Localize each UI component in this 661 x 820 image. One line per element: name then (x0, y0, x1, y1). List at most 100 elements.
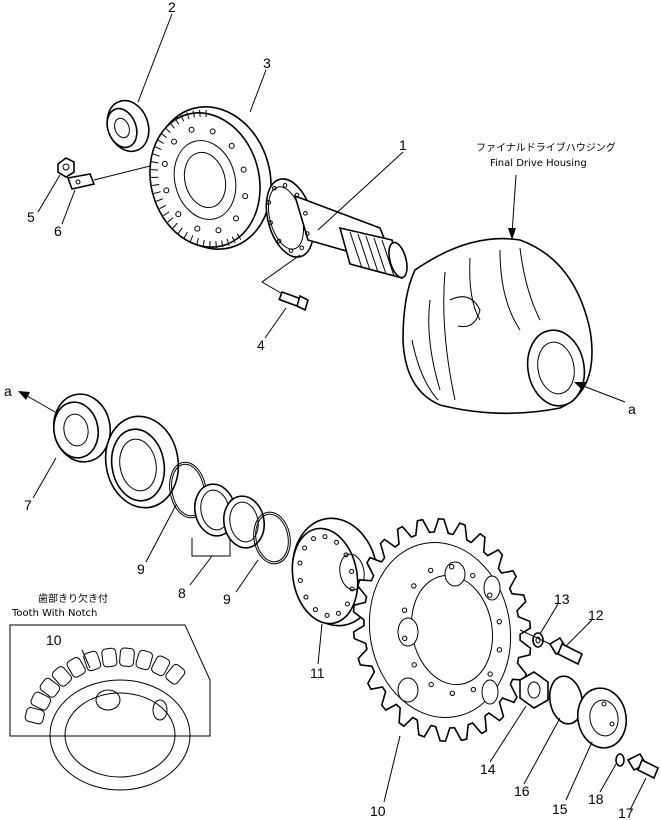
gear-bolt-hole (161, 160, 168, 167)
hub-bolt-hole (349, 586, 355, 592)
inset-tooth (165, 664, 186, 685)
gear-bolt-hole (175, 211, 182, 218)
gear-tooth (192, 110, 195, 118)
flange-hole (268, 220, 273, 225)
gear-tooth (215, 241, 217, 249)
gear-tooth (163, 211, 170, 217)
housing-label-jp: ファイナルドライブハウジング (476, 141, 616, 154)
gear-bolt-hole (209, 128, 216, 135)
gear-tooth (172, 222, 178, 229)
gear-tooth (174, 118, 180, 125)
callout-15: 15 (552, 801, 568, 817)
sprocket-bolt-hole (427, 567, 434, 574)
gear-tooth (157, 139, 164, 144)
hub-bolt-hole (302, 545, 308, 551)
gear-tooth (221, 240, 224, 248)
gear-bolt-hole (228, 142, 235, 149)
callout-14: 14 (480, 761, 496, 777)
inset-tooth-with-notch (9, 624, 211, 791)
callout-a-right: a (628, 401, 636, 417)
sprocket-bolt-hole (401, 607, 408, 613)
inset-tooth (83, 650, 102, 672)
gear-tooth (196, 237, 199, 245)
callout-5: 5 (27, 209, 35, 225)
gear-tooth (152, 153, 160, 157)
gear-tooth (153, 191, 161, 194)
callout-2: 2 (168, 0, 176, 15)
hub-bolt-hole (303, 594, 309, 600)
gear-tooth (183, 231, 188, 239)
hub-bolt-hole (297, 578, 303, 584)
gear-tooth (202, 239, 205, 247)
gear-tooth (189, 235, 194, 243)
callout-4: 4 (257, 337, 265, 353)
gear-tooth (199, 109, 201, 117)
flange-hole (271, 185, 277, 191)
hub-bolt-hole (324, 612, 330, 618)
sprocket-bolt-hole (487, 671, 493, 677)
inset-tooth (24, 707, 45, 725)
hub-bolt-hole (334, 539, 340, 545)
part-12-bolt (519, 629, 584, 666)
hub-bolt-hole (349, 568, 355, 574)
callout-18: 18 (588, 791, 604, 807)
sprocket-bolt-hole (449, 690, 456, 697)
callout-3: 3 (263, 55, 271, 71)
callout-16: 16 (514, 783, 530, 799)
gear-bolt-hole (240, 166, 247, 173)
housing-pointer-arrow (508, 174, 517, 240)
hub-bolt-hole (312, 607, 318, 613)
callout-6: 6 (54, 223, 62, 239)
inset-tooth (101, 647, 118, 668)
part-3-gear (149, 106, 272, 250)
flange-hole (276, 238, 282, 244)
gear-bolt-hole (232, 215, 239, 222)
part-5-nut (57, 157, 75, 178)
hub-bolt-hole (335, 610, 341, 616)
callout-10-inset: 10 (46, 632, 62, 648)
sprocket-bolt-hole (470, 686, 477, 693)
flange-hole (282, 183, 288, 188)
flange-hole (303, 211, 308, 216)
inset-tooth (119, 647, 135, 667)
gear-tooth (167, 217, 174, 223)
flange-hole (294, 192, 300, 198)
flange-hole (266, 200, 272, 205)
sprocket-bolt-hole (411, 662, 417, 668)
part-13-washer (532, 632, 544, 648)
callout-9-right: 9 (223, 591, 231, 607)
inset-tooth (39, 677, 61, 698)
flange-hole (288, 248, 294, 253)
gear-tooth (156, 198, 164, 202)
leader-lines (32, 13, 647, 811)
callout-10-main: 10 (370, 803, 386, 819)
hub-bolt-hole (344, 601, 350, 607)
gear-bolt-hole (188, 126, 195, 133)
gear-tooth (236, 233, 242, 240)
gear-bolt-hole (194, 225, 201, 232)
arrow-a-left (18, 391, 56, 413)
gear-tooth (164, 127, 171, 133)
callout-17: 17 (618, 805, 634, 820)
gear-tooth (169, 122, 175, 129)
inset-tooth (151, 655, 171, 677)
inset-tooth (135, 649, 154, 671)
callout-8: 8 (178, 585, 186, 601)
part-9-o-ring-right (253, 511, 291, 565)
part-6-lock-plate (66, 165, 151, 190)
gear-tooth (231, 236, 236, 244)
sprocket-bolt-hole (496, 647, 503, 653)
arrow-a-right (574, 382, 626, 403)
gear-tooth (180, 114, 185, 122)
hub-bolt-hole (343, 552, 349, 558)
gear-tooth (160, 133, 167, 139)
retainer-plate (104, 415, 180, 509)
sprocket-bolt-hole (470, 572, 476, 579)
gear-bolt-hole (242, 193, 249, 200)
callout-9-left: 9 (137, 561, 145, 577)
sprocket-bolt-hole (428, 681, 434, 688)
gear-tooth (150, 168, 158, 171)
callout-13: 13 (554, 591, 570, 607)
part-14-nut (519, 671, 549, 709)
